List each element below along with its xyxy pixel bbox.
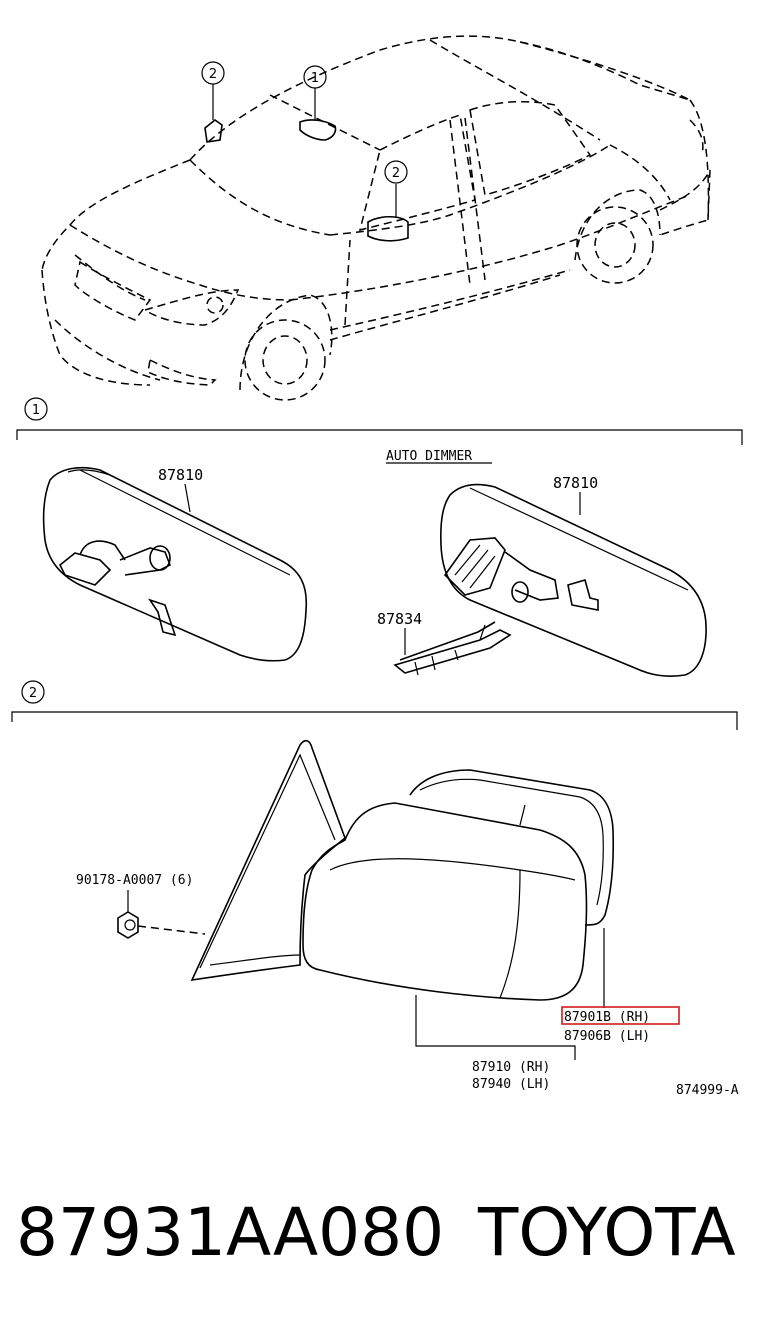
footer-part-number: 87931AA080 — [16, 1194, 444, 1271]
svg-text:1: 1 — [32, 403, 40, 418]
part-87910-rh: 87910 (RH) — [472, 1060, 550, 1075]
wiring-harness-87834 — [393, 621, 512, 676]
callout-car-1: 1 — [303, 65, 327, 89]
clip-part — [117, 890, 206, 939]
section-1-header: 1 — [16, 397, 743, 445]
part-90178-a0007: 90178-A0007 (6) — [76, 873, 193, 888]
svg-text:1: 1 — [311, 71, 319, 86]
section-2-header: 2 — [11, 680, 738, 730]
inner-mirror-auto-dimmer — [440, 483, 707, 677]
part-874999-a: 874999-A — [676, 1083, 739, 1098]
auto-dimmer-label: AUTO DIMMER — [386, 449, 472, 464]
part-87906b-lh: 87906B (LH) — [564, 1029, 650, 1044]
callout-car-2a: 2 — [201, 61, 225, 85]
highlight-box — [561, 1006, 680, 1025]
car-illustration — [41, 35, 711, 401]
footer-brand: TOYOTA — [477, 1194, 736, 1271]
svg-text:2: 2 — [392, 166, 400, 181]
part-87901b-rh: 87901B (RH) — [564, 1010, 650, 1025]
part-87810-right: 87810 — [553, 474, 598, 492]
outer-mirror-housing — [302, 769, 615, 1001]
part-87834: 87834 — [377, 610, 422, 628]
svg-text:2: 2 — [29, 686, 37, 701]
outer-mirror-base — [190, 739, 346, 982]
part-87810-left: 87810 — [158, 466, 203, 484]
part-87940-lh: 87940 (LH) — [472, 1077, 550, 1092]
callout-car-2b: 2 — [384, 160, 408, 184]
inner-mirror-left — [42, 466, 308, 662]
svg-text:2: 2 — [209, 67, 217, 82]
